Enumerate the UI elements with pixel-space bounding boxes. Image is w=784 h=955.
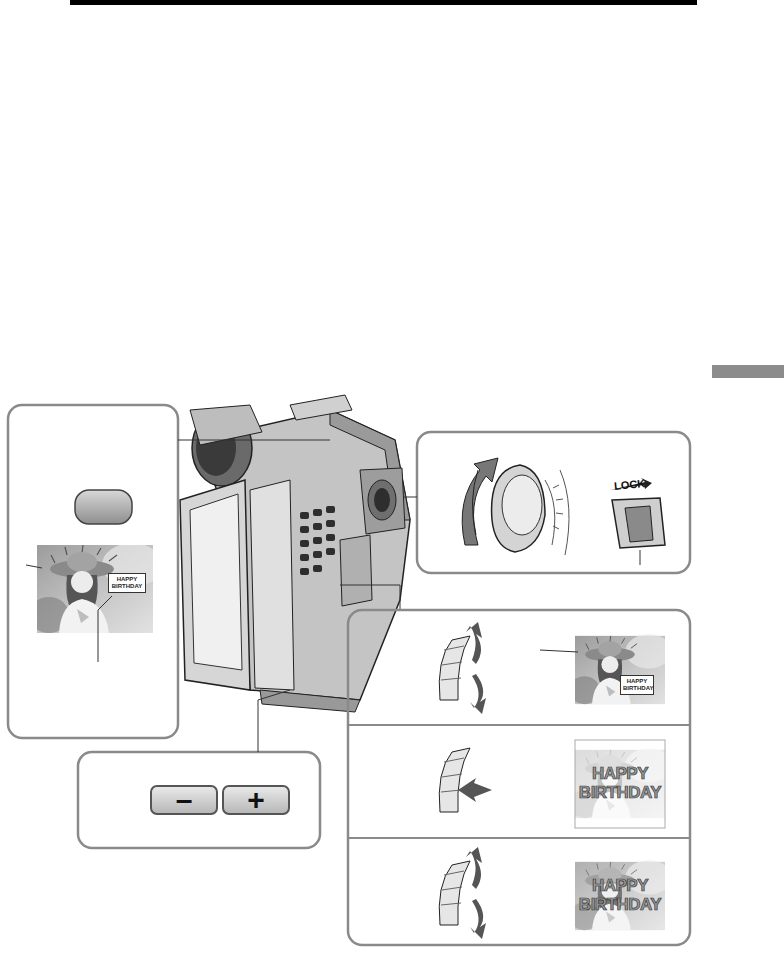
viewfinder-screen <box>569 860 672 930</box>
viewfinder-screen <box>569 748 672 818</box>
jog-dial <box>439 748 492 812</box>
title-text: HAPPY BIRTHDAY <box>568 876 672 914</box>
title-text: HAPPY BIRTHDAY <box>568 764 672 802</box>
title-button <box>75 490 132 524</box>
power-dial <box>462 458 569 555</box>
section-tab <box>712 365 784 378</box>
title-box: HAPPY BIRTHDAY <box>620 675 654 695</box>
camcorder <box>180 395 410 712</box>
leader-line <box>258 690 290 752</box>
viewfinder-screen <box>29 543 162 633</box>
button-grid <box>300 506 335 575</box>
switch-label: LOCK <box>613 476 654 492</box>
jog-dial <box>439 622 486 714</box>
viewfinder-screen <box>569 634 672 704</box>
step-panel <box>417 432 690 573</box>
node-text: – <box>176 785 193 815</box>
leader-line <box>98 596 112 662</box>
title-box: HAPPY BIRTHDAY <box>108 573 146 593</box>
node-text: + <box>247 785 265 815</box>
leader-line <box>540 650 578 652</box>
step-panel <box>8 405 178 738</box>
leader-line <box>26 565 42 568</box>
minus-button: – <box>150 785 218 815</box>
top-rule <box>70 0 697 5</box>
step-panel <box>348 610 690 945</box>
row-divider <box>348 724 690 726</box>
leader-line <box>178 440 330 441</box>
jog-dial <box>439 847 486 939</box>
node-text: HAPPY BIRTHDAY <box>111 576 143 590</box>
leader-line <box>340 585 400 610</box>
node-text: HAPPY BIRTHDAY <box>623 678 651 692</box>
row-divider <box>348 837 690 839</box>
plus-button: + <box>222 785 290 815</box>
step-panel <box>78 752 320 848</box>
leader-line <box>403 497 417 498</box>
